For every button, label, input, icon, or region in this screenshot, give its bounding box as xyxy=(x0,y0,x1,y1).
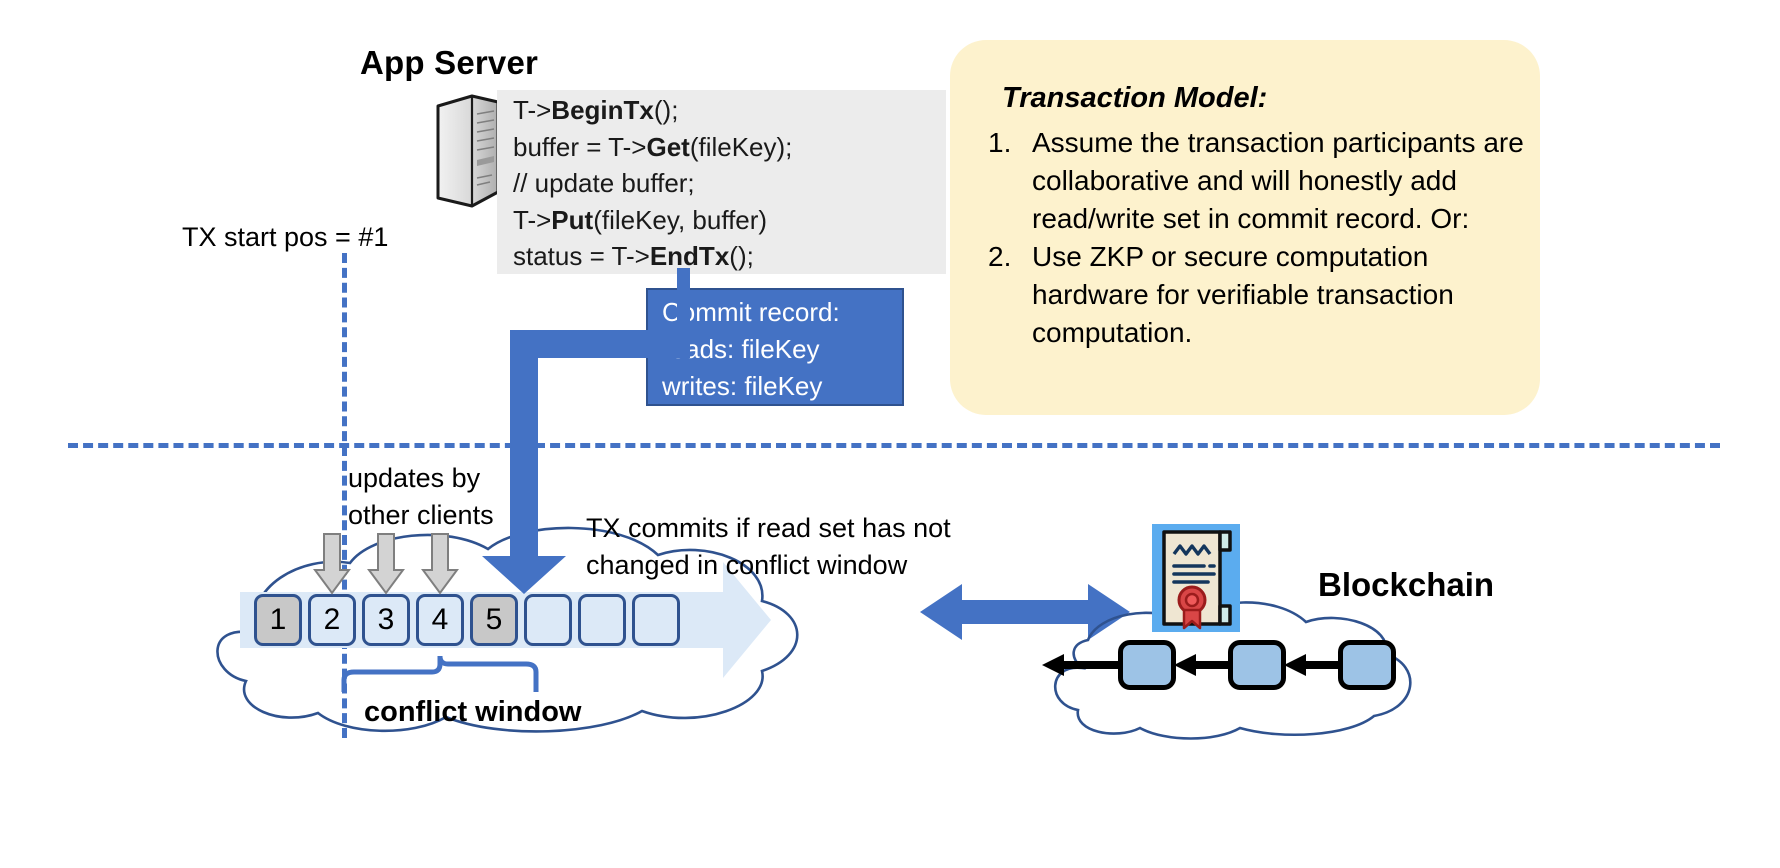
blockchain-link-arrow xyxy=(1040,652,1120,683)
blockchain-block[interactable] xyxy=(1228,640,1286,690)
commit-record-line-2: writes: fileKey xyxy=(662,371,823,401)
blockchain-block[interactable] xyxy=(1118,640,1176,690)
code-line-4: status = T->EndTx(); xyxy=(513,241,754,271)
transaction-model-box: Transaction Model: 1. Assume the transac… xyxy=(950,40,1540,415)
ledger-box[interactable]: 5 xyxy=(470,594,518,646)
code-line-3: T->Put(fileKey, buffer) xyxy=(513,204,768,235)
ledger-box[interactable]: 3 xyxy=(362,594,410,646)
blockchain-link-arrow xyxy=(1282,652,1342,683)
list-item-text: Use ZKP or secure computation hardware f… xyxy=(1032,241,1454,348)
list-item: 2. Use ZKP or secure computation hardwar… xyxy=(980,238,1525,352)
certificate-icon xyxy=(1152,524,1240,637)
ledger-box[interactable] xyxy=(632,594,680,646)
conflict-window-brace xyxy=(340,652,540,699)
list-item-number: 1. xyxy=(988,127,1012,158)
tx-commits-line-2: changed in conflict window xyxy=(586,550,908,580)
list-item-number: 2. xyxy=(988,241,1012,272)
app-server-title: App Server xyxy=(360,44,539,81)
bidirectional-sync-arrow xyxy=(920,580,1130,649)
updates-label-line-1: updates by xyxy=(348,463,481,493)
commit-flow-arrow xyxy=(480,268,705,603)
code-text: T->BeginTx(); buffer = T->Get(fileKey); … xyxy=(513,92,953,275)
updates-label-line-2: other clients xyxy=(348,500,494,530)
ledger-box[interactable] xyxy=(578,594,626,646)
commit-record-line-0: Commit record: xyxy=(662,297,840,327)
blockchain-block[interactable] xyxy=(1338,640,1396,690)
transaction-model-list: 1. Assume the transaction participants a… xyxy=(980,124,1525,352)
updates-by-other-clients-label: updates by other clients xyxy=(348,460,494,534)
server-tower-icon xyxy=(432,92,504,215)
code-line-2: // update buffer; xyxy=(513,168,695,198)
ledger-box[interactable]: 1 xyxy=(254,594,302,646)
tx-commits-label: TX commits if read set has not changed i… xyxy=(586,510,951,584)
transaction-model-title: Transaction Model: xyxy=(1002,82,1268,114)
tx-commits-line-1: TX commits if read set has not xyxy=(586,513,951,543)
conflict-window-label: conflict window xyxy=(364,696,582,728)
code-panel xyxy=(497,90,946,274)
code-line-1: buffer = T->Get(fileKey); xyxy=(513,131,793,162)
list-item-text: Assume the transaction participants are … xyxy=(1032,127,1524,234)
list-item: 1. Assume the transaction participants a… xyxy=(980,124,1525,238)
update-arrow-icon xyxy=(313,532,351,601)
horizontal-dashed-divider xyxy=(68,443,1720,448)
tx-start-pos-label: TX start pos = #1 xyxy=(182,222,389,252)
blockchain-label: Blockchain xyxy=(1318,566,1495,603)
code-line-0: T->BeginTx(); xyxy=(513,95,679,125)
update-arrow-icon xyxy=(367,532,405,601)
tx-start-dashed-line xyxy=(342,253,347,738)
ledger-box[interactable]: 2 xyxy=(308,594,356,646)
blockchain-link-arrow xyxy=(1172,652,1232,683)
update-arrow-icon xyxy=(421,532,459,601)
ledger-box[interactable] xyxy=(524,594,572,646)
ledger-direction-arrowhead xyxy=(705,560,775,685)
ledger-box[interactable]: 4 xyxy=(416,594,464,646)
